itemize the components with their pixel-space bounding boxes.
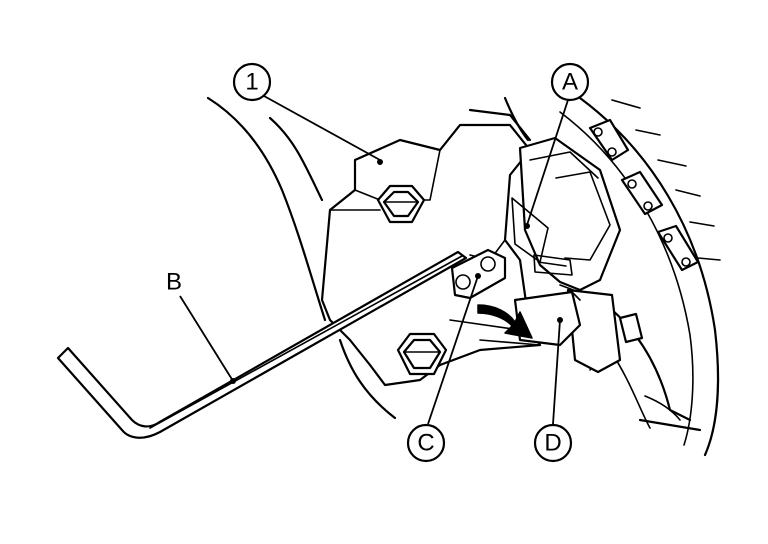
- rotation-arrow-icon: [477, 304, 533, 339]
- caliper-housing: [511, 136, 644, 374]
- callout-1-label: 1: [245, 69, 258, 96]
- callout-c: C: [406, 423, 446, 463]
- callout-d: D: [533, 423, 573, 463]
- lower-bolt: [396, 332, 448, 376]
- callout-1: 1: [232, 62, 272, 102]
- leader-lines: [179, 95, 569, 425]
- callout-b-label: B: [166, 269, 182, 296]
- callout-a: A: [550, 62, 590, 102]
- upper-bolt: [376, 184, 426, 224]
- callout-a-label: A: [562, 69, 578, 96]
- callout-c-label: C: [417, 430, 434, 457]
- brake-rotor: [559, 96, 721, 457]
- lever-plate: [450, 248, 507, 300]
- callout-d-label: D: [544, 430, 561, 457]
- callout-b: B: [166, 269, 182, 296]
